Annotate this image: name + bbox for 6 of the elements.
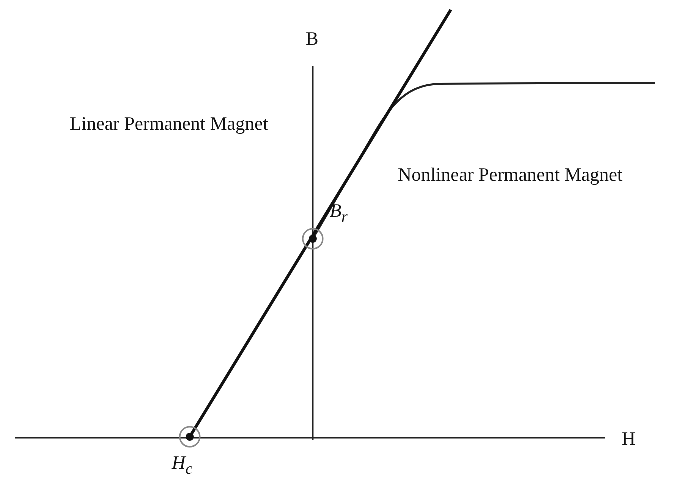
curve-label: Linear Permanent Magnet [70,115,268,134]
curve-label: Nonlinear Permanent Magnet [398,166,623,185]
axis-label: H [622,430,636,449]
point-label: H$_{c}$ [172,454,193,478]
axis-label: B [306,30,319,49]
point-label: B$_{r}$ [330,202,348,226]
